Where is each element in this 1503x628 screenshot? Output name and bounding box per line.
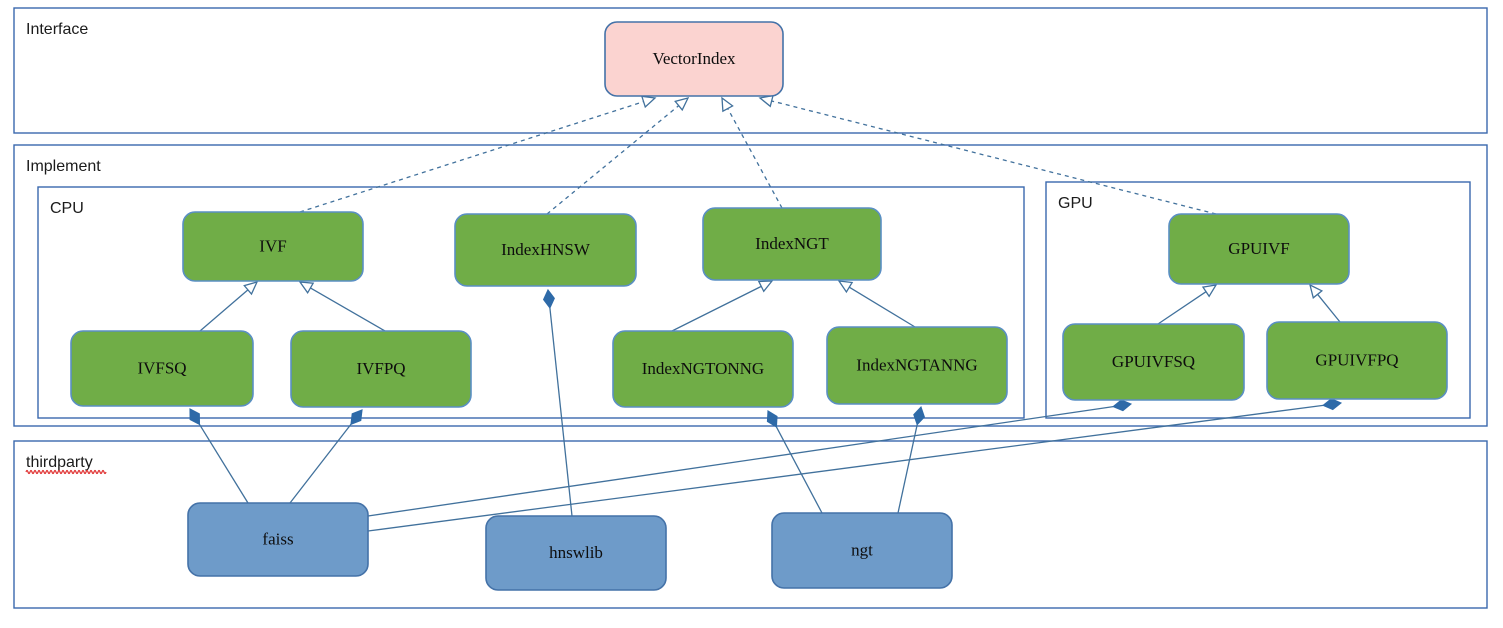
filled-diamond-arrowhead-icon — [350, 409, 363, 426]
node-indexngtonng[interactable]: IndexNGTONNG — [612, 330, 794, 408]
node-faiss[interactable]: faiss — [187, 502, 369, 577]
node-label-gpuivfpq: GPUIVFPQ — [1315, 350, 1398, 369]
node-label-indexngt: IndexNGT — [755, 234, 829, 253]
edge-line — [198, 423, 249, 504]
node-label-gpuivf: GPUIVF — [1228, 239, 1289, 258]
edge-faiss-to-ivfsq — [189, 408, 249, 504]
node-gpuivfpq[interactable]: GPUIVFPQ — [1266, 321, 1448, 400]
node-indexngt[interactable]: IndexNGT — [702, 207, 882, 281]
node-ngt[interactable]: ngt — [771, 512, 953, 589]
edge-line — [727, 108, 783, 209]
node-ivfpq[interactable]: IVFPQ — [290, 330, 472, 408]
node-hnswlib[interactable]: hnswlib — [485, 515, 667, 591]
edge-hnswlib-to-indexhnsw — [542, 288, 573, 517]
edge-line — [1317, 293, 1341, 323]
edge-indexngt-to-vectorindex — [721, 96, 783, 209]
container-label-thirdparty: thirdparty — [26, 454, 93, 471]
edges-layer — [189, 94, 1343, 532]
edge-faiss-to-ivfpq — [289, 409, 363, 504]
container-label-interface: Interface — [26, 21, 88, 38]
node-label-indexhnsw: IndexHNSW — [501, 240, 591, 259]
filled-diamond-arrowhead-icon — [542, 288, 555, 309]
hollow-triangle-arrowhead-icon — [837, 280, 854, 294]
node-box-faiss[interactable] — [187, 502, 369, 577]
edge-indexhnsw-to-vectorindex — [546, 97, 690, 215]
container-label-implement: Implement — [26, 158, 101, 175]
edge-ivf-to-vectorindex — [299, 95, 657, 213]
edge-ivfpq-to-ivf — [298, 281, 386, 332]
hollow-triangle-arrowhead-icon — [758, 94, 774, 108]
node-box-ivfpq[interactable] — [290, 330, 472, 408]
hollow-triangle-arrowhead-icon — [1201, 284, 1218, 298]
edge-line — [671, 285, 762, 332]
node-vectorindex[interactable]: VectorIndex — [604, 21, 784, 97]
node-label-faiss: faiss — [262, 529, 293, 548]
hollow-triangle-arrowhead-icon — [640, 95, 657, 109]
node-box-gpuivf[interactable] — [1168, 213, 1350, 285]
edge-line — [549, 307, 573, 517]
hollow-triangle-arrowhead-icon — [298, 281, 315, 294]
node-box-indexhnsw[interactable] — [454, 213, 637, 287]
edge-ngt-to-indexngtanng — [897, 405, 925, 514]
node-box-indexngt[interactable] — [702, 207, 882, 281]
node-gpuivf[interactable]: GPUIVF — [1168, 213, 1350, 285]
edge-ivfsq-to-ivf — [199, 280, 259, 332]
node-box-hnswlib[interactable] — [485, 515, 667, 591]
node-box-ivfsq[interactable] — [70, 330, 254, 407]
node-label-indexngtanng: IndexNGTANNG — [856, 355, 977, 374]
node-box-gpuivfpq[interactable] — [1266, 321, 1448, 400]
edge-faiss-to-gpuivfsq — [367, 399, 1133, 517]
edge-line — [310, 287, 386, 332]
edge-indexngtonng-to-indexngt — [671, 280, 774, 332]
edge-line — [367, 404, 1324, 532]
node-label-ivf: IVF — [259, 236, 286, 255]
node-ivf[interactable]: IVF — [182, 211, 364, 282]
node-box-ngt[interactable] — [771, 512, 953, 589]
hollow-triangle-arrowhead-icon — [243, 280, 259, 296]
edge-line — [199, 289, 249, 332]
edge-line — [848, 286, 916, 328]
edge-gpuivfpq-to-gpuivf — [1309, 283, 1341, 323]
node-gpuivfsq[interactable]: GPUIVFSQ — [1062, 323, 1245, 401]
filled-diamond-arrowhead-icon — [1322, 398, 1343, 411]
node-box-ivf[interactable] — [182, 211, 364, 282]
edge-ngt-to-indexngtonng — [766, 410, 823, 514]
node-label-hnswlib: hnswlib — [549, 543, 603, 562]
filled-diamond-arrowhead-icon — [1112, 399, 1133, 412]
edge-line — [289, 423, 352, 504]
node-label-ngt: ngt — [851, 540, 873, 559]
container-label-cpu: CPU — [50, 200, 84, 217]
filled-diamond-arrowhead-icon — [913, 405, 925, 426]
node-indexngtanng[interactable]: IndexNGTANNG — [826, 326, 1008, 405]
node-label-gpuivfsq: GPUIVFSQ — [1112, 352, 1195, 371]
spellcheck-underline-icon — [25, 469, 107, 475]
hollow-triangle-arrowhead-icon — [674, 97, 690, 112]
edge-line — [775, 426, 823, 514]
node-label-indexngtonng: IndexNGTONNG — [642, 359, 764, 378]
edge-gpuivf-to-vectorindex — [758, 94, 1217, 215]
node-indexhnsw[interactable]: IndexHNSW — [454, 213, 637, 287]
node-ivfsq[interactable]: IVFSQ — [70, 330, 254, 407]
node-box-indexngtanng[interactable] — [826, 326, 1008, 405]
edge-line — [367, 405, 1114, 517]
node-label-ivfsq: IVFSQ — [137, 358, 186, 377]
node-box-gpuivfsq[interactable] — [1062, 323, 1245, 401]
edge-gpuivfsq-to-gpuivf — [1157, 284, 1218, 325]
edge-line — [897, 424, 918, 514]
node-label-ivfpq: IVFPQ — [356, 359, 405, 378]
edge-indexngtanng-to-indexngt — [837, 280, 916, 328]
container-label-gpu: GPU — [1058, 195, 1093, 212]
edge-faiss-to-gpuivfpq — [367, 398, 1343, 532]
edge-line — [1157, 291, 1207, 325]
hollow-triangle-arrowhead-icon — [757, 280, 774, 293]
filled-diamond-arrowhead-icon — [189, 408, 201, 426]
filled-diamond-arrowhead-icon — [766, 410, 778, 428]
hollow-triangle-arrowhead-icon — [721, 96, 734, 113]
node-box-indexngtonng[interactable] — [612, 330, 794, 408]
node-label-vectorindex: VectorIndex — [652, 49, 736, 68]
node-box-vectorindex[interactable] — [604, 21, 784, 97]
hollow-triangle-arrowhead-icon — [1309, 283, 1324, 299]
